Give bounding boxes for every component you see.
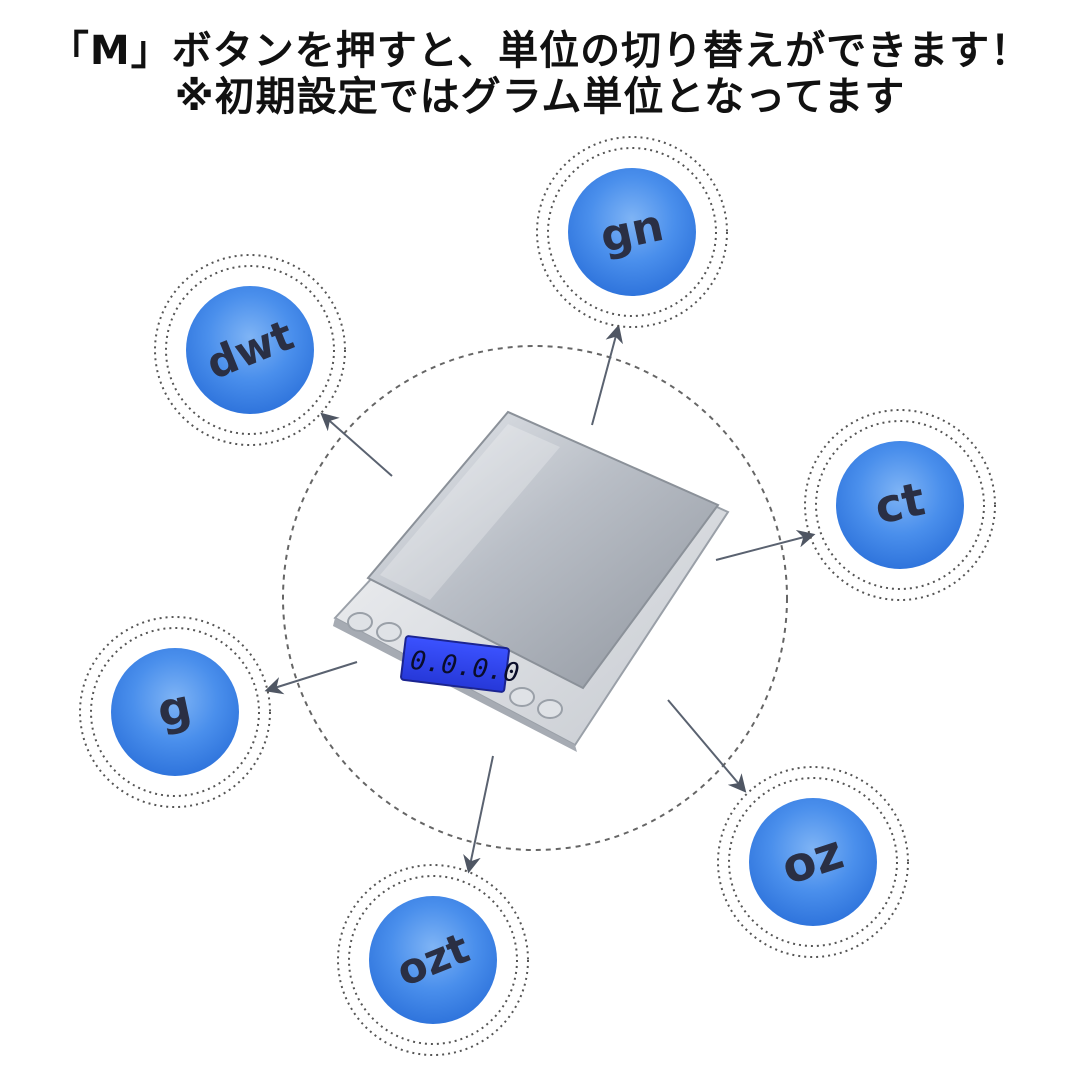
center-dashed-ring <box>282 345 788 851</box>
digital-scale: 0.0.0.0 <box>333 410 730 752</box>
scale-buttons-left <box>347 612 402 642</box>
unit-badge-dwt: dwt <box>154 254 346 446</box>
scale-button <box>376 622 402 642</box>
unit-badge-ozt: ozt <box>337 864 529 1056</box>
caption-line-2: ※初期設定ではグラム単位となってます <box>174 74 906 120</box>
arrow-to-gn <box>591 324 623 426</box>
unit-badge-g: g <box>79 616 271 808</box>
scale-button <box>509 687 535 707</box>
unit-badge-ct: ct <box>804 409 996 601</box>
scale-button <box>537 699 563 719</box>
arrow-to-ozt <box>463 755 494 874</box>
arrow-to-oz <box>667 699 747 793</box>
unit-badge-gn: gn <box>536 136 728 328</box>
scale-button <box>347 612 373 632</box>
unit-badge-oz: oz <box>717 766 909 958</box>
arrow-to-dwt <box>320 412 393 477</box>
arrow-to-g <box>264 661 358 695</box>
arrows <box>264 324 816 874</box>
scale-lcd: 0.0.0.0 <box>400 635 521 693</box>
caption-line-1: 「M」ボタンを押すと、単位の切り替えができます！ <box>48 28 1032 74</box>
scale-buttons-right <box>509 687 563 719</box>
scale-plate-shine <box>380 424 560 600</box>
arrow-to-ct <box>715 529 816 561</box>
unit-label-ct: ct <box>870 472 929 535</box>
scale-plate <box>366 410 720 690</box>
